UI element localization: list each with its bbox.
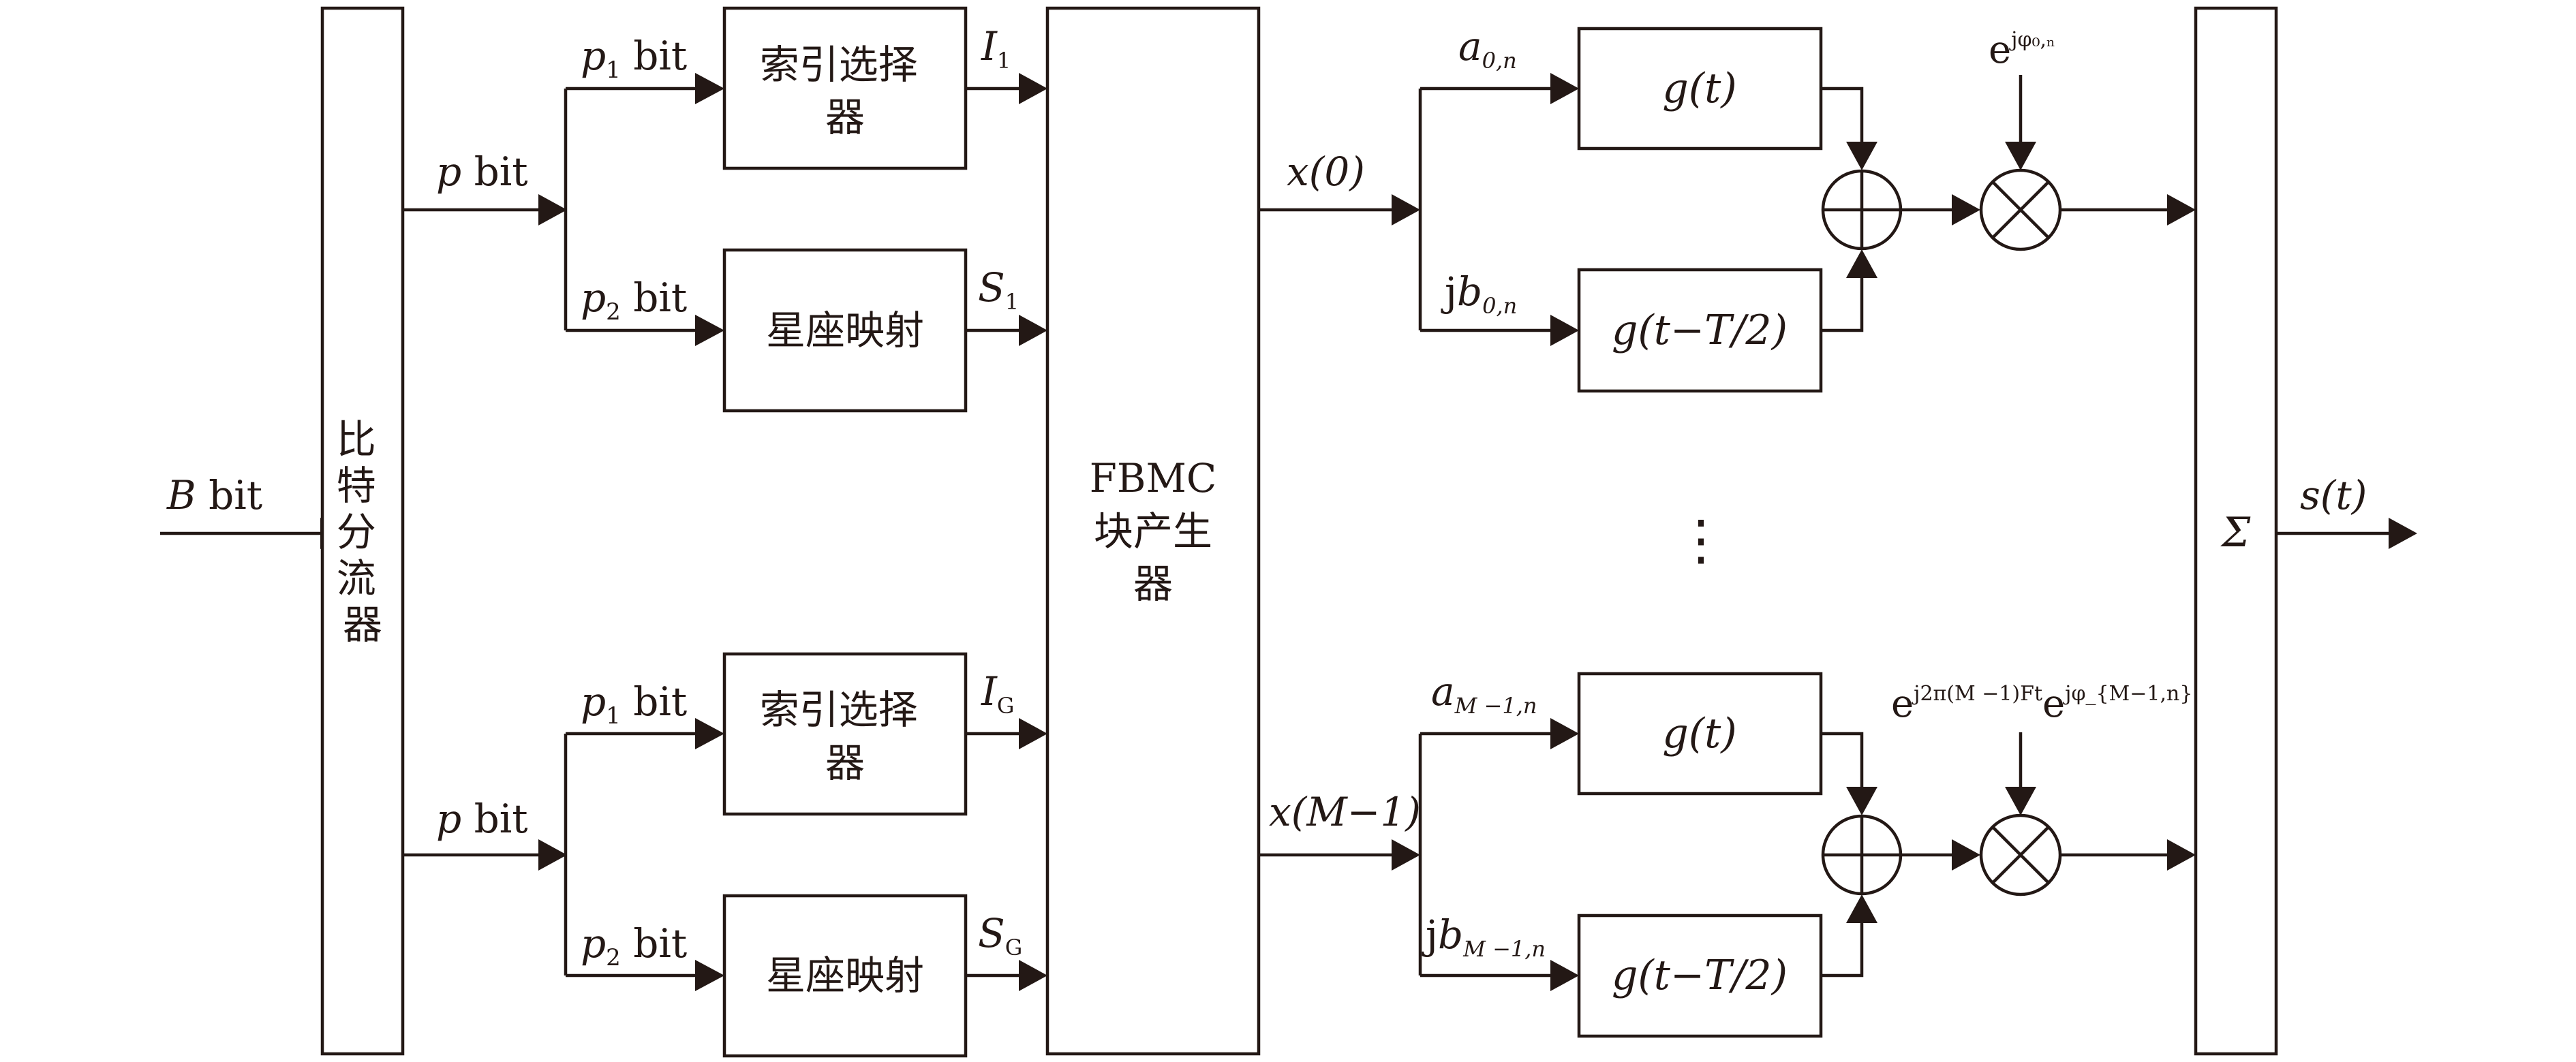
bit-splitter-label: 比 特 分 流 器: [337, 416, 388, 648]
constellation-mapper-block-2: [722, 894, 968, 1058]
constellation-mapper-block-1: [722, 248, 968, 413]
upper-phase-label: ejφ₀,ₙ: [1989, 28, 2055, 72]
lower-g-to-adder: [1821, 732, 1864, 787]
upper-adder-plus-icon: [1823, 171, 1901, 249]
sg-label: SG: [978, 910, 1022, 961]
bit-splitter-char-2: 特: [337, 463, 376, 509]
ig-label: IG: [981, 668, 1014, 719]
lower-adder-to-mult-arrowhead: [1952, 839, 1980, 871]
output-arrowhead: [2389, 518, 2417, 549]
filter-g-upper-label: g(t): [1662, 65, 1736, 112]
lower-branch-arrowhead: [538, 839, 567, 871]
filter-g-lower-label: g(t): [1662, 710, 1736, 758]
upper-p1-label: p1 bit: [581, 33, 687, 84]
upper-gshift-to-adder: [1821, 278, 1864, 332]
bit-splitter-char-4: 流: [337, 555, 376, 602]
sg-arrowhead: [1019, 960, 1047, 991]
upper-p2-arrowhead: [695, 315, 724, 346]
bit-splitter-block: [320, 6, 405, 1056]
lower-multiplier-times-icon: [1991, 826, 2050, 884]
a0-label: a0,n: [1458, 23, 1517, 74]
filter-g-shift-upper-label: g(t−T/2): [1612, 307, 1788, 354]
upper-multiplier-times-icon: [1991, 181, 2050, 239]
filter-g-upper: [1577, 27, 1823, 151]
sum-label: Σ: [2220, 509, 2251, 557]
upper-g-to-adder: [1821, 87, 1864, 142]
lower-p2-arrowhead: [695, 960, 724, 991]
input-label: B bit: [166, 472, 262, 518]
ig-arrowhead: [1019, 718, 1047, 749]
s1-arrowhead: [1019, 315, 1047, 346]
filter-g-lower: [1577, 672, 1823, 796]
index-selector-block-2: [722, 652, 968, 816]
fbmc-block-generator: [1045, 6, 1261, 1056]
jb0-arrowhead: [1550, 315, 1579, 346]
index-selector-label-2: 索引选择 器: [760, 687, 930, 786]
constellation-mapper-label-1: 星座映射: [766, 307, 924, 354]
lower-mult-to-sum-arrowhead: [2167, 839, 2196, 871]
filter-g-shift-lower-label: g(t−T/2): [1612, 952, 1788, 999]
am1-label: aM −1,n: [1431, 668, 1537, 719]
lower-phase-arrowhead: [2005, 787, 2036, 815]
s1-label: S1: [978, 264, 1019, 315]
upper-mult-to-sum-arrowhead: [2167, 194, 2196, 225]
i1-label: I1: [981, 23, 1011, 74]
a0-arrowhead: [1550, 73, 1579, 104]
upper-branch-arrowhead: [538, 194, 567, 225]
lower-p1-arrowhead: [695, 718, 724, 749]
upper-p2-label: p2 bit: [581, 275, 687, 326]
upper-p1-arrowhead: [695, 73, 724, 104]
x0-label: x(0): [1287, 149, 1365, 195]
lower-gshift-to-adder: [1821, 923, 1864, 978]
lower-gshift-to-adder-arrowhead: [1846, 894, 1877, 923]
xm1-arrowhead: [1392, 839, 1420, 871]
upper-gshift-to-adder-arrowhead: [1846, 249, 1877, 278]
jbm1-label: jbM −1,n: [1422, 911, 1546, 962]
lower-phase-label: ej2π(M −1)Ftejφ_{M−1,n}: [1891, 682, 2192, 726]
sum-block: [2194, 6, 2278, 1056]
output-label: s(t): [2300, 472, 2367, 518]
upper-g-to-adder-arrowhead: [1846, 142, 1877, 170]
jb0-label: jb0,n: [1441, 268, 1517, 319]
lower-adder-plus-icon: [1823, 816, 1901, 894]
filter-g-shift-upper: [1577, 268, 1823, 393]
lower-g-to-adder-arrowhead: [1846, 787, 1877, 815]
fbmc-label-line2: 块产生: [1094, 508, 1212, 555]
bit-splitter-char-3: 分: [337, 509, 376, 555]
bit-splitter-char-1: 比: [337, 416, 376, 463]
fbmc-label-line3: 器: [1133, 561, 1173, 607]
constellation-mapper-label-2: 星座映射: [766, 952, 924, 999]
upper-branch-label: p bit: [436, 149, 528, 195]
am1-arrowhead: [1550, 718, 1579, 749]
x0-arrowhead: [1392, 194, 1420, 225]
bit-splitter-char-5: 器: [343, 602, 382, 648]
upper-phase-arrowhead: [2005, 142, 2036, 170]
upper-adder-to-mult-arrowhead: [1952, 194, 1980, 225]
index-selector-block-1: [722, 6, 968, 170]
filter-g-shift-lower: [1577, 913, 1823, 1038]
lower-branch-label: p bit: [436, 796, 528, 842]
jbm1-arrowhead: [1550, 960, 1579, 991]
lower-p1-label: p1 bit: [581, 678, 687, 730]
i1-arrowhead: [1019, 73, 1047, 104]
index-selector-label-1: 索引选择 器: [760, 42, 930, 140]
fbmc-label-line1: FBMC: [1090, 455, 1217, 501]
lower-p2-label: p2 bit: [581, 920, 687, 971]
subcarrier-ellipsis: ⋮: [1674, 508, 1728, 572]
xm1-label: x(M−1): [1269, 789, 1421, 835]
